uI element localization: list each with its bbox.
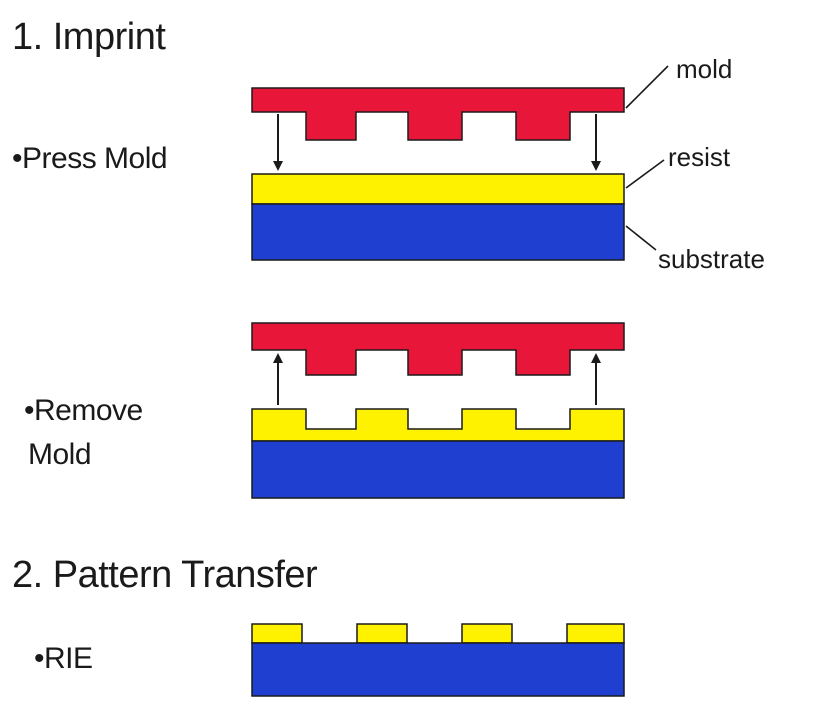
leader-line-mold (625, 65, 669, 109)
resist-feature-4 (566, 623, 625, 644)
section-title-imprint: 1. Imprint (12, 16, 166, 58)
step-label-remove-line2: Mold (28, 438, 92, 471)
step-label-rie: •RIE (34, 642, 93, 675)
mold-press (251, 87, 625, 141)
leader-line-resist (625, 159, 665, 189)
resist-feature-3 (461, 623, 513, 644)
substrate-remove (251, 440, 625, 499)
substrate-press (251, 203, 625, 261)
section-title-pattern-transfer: 2. Pattern Transfer (12, 554, 318, 596)
callout-substrate: substrate (658, 244, 765, 274)
resist-feature-2 (356, 623, 408, 644)
resist-layer-press (251, 173, 625, 205)
mold-removed (251, 322, 625, 376)
step-label-press-mold: •Press Mold (12, 142, 168, 175)
stage-rie (251, 623, 625, 697)
callout-resist: resist (668, 142, 731, 172)
resist-patterned (251, 408, 625, 442)
resist-feature-1 (251, 623, 303, 644)
step-label-remove-line1: •Remove (24, 394, 143, 427)
callout-mold: mold (676, 54, 733, 84)
leader-line-substrate (625, 225, 657, 251)
substrate-rie (251, 642, 625, 697)
stage-remove-mold (251, 322, 625, 499)
stage-press-mold (251, 87, 625, 261)
